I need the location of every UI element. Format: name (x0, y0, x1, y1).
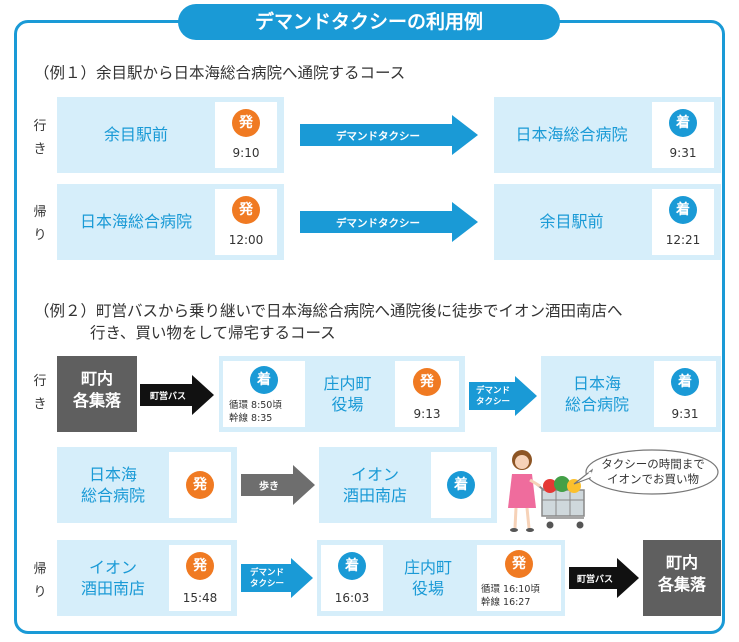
ex1-back-from-box: 日本海総合病院 発 12:00 (57, 184, 284, 260)
ex2-go-arr-card: 着 循環 8:50頃 幹線 8:35 (223, 361, 305, 427)
ex2-back-dest-box: 町内各集落 (643, 540, 721, 616)
ex1-go-to-label: 日本海総合病院 (515, 125, 628, 144)
ex1-back-dep-time: 12:00 (228, 233, 264, 247)
ex2-go-hospital-label: 日本海総合病院 (564, 374, 629, 414)
ex2-back-taxi-arrow: デマンド タクシー (241, 558, 313, 598)
ex2-go-hospital-box: 日本海総合病院 着 9:31 (541, 356, 721, 432)
ex2-back-side: 帰り (33, 562, 47, 600)
svg-text:デマンド: デマンド (250, 567, 284, 578)
ex1-back-from-label: 日本海総合病院 (79, 212, 192, 231)
ex2-walk-from-box: 日本海総合病院 発 (57, 447, 237, 523)
svg-text:タクシー: タクシー (250, 578, 284, 589)
shopper-illustration (508, 450, 585, 532)
arrow-label: 町営バス (577, 573, 613, 585)
departure-badge: 発 (232, 109, 260, 137)
ex2-go-origin-box: 町内各集落 (57, 356, 137, 432)
arrow-label: 町営バス (150, 390, 186, 402)
arr-time-loop: 循環 8:50頃 (229, 400, 282, 411)
example2-heading-line1: （例２）町営バスから乗り継いで日本海総合病院へ通院後に徒歩でイオン酒田南店へ (34, 302, 623, 320)
ex2-go-dep-time: 9:13 (413, 407, 441, 421)
ex1-back-dep-card: 発 12:00 (215, 189, 277, 255)
arrival-badge: 着 (338, 552, 366, 580)
arrival-badge: 着 (250, 366, 278, 394)
ex1-go-to-box: 日本海総合病院 着 9:31 (494, 97, 721, 173)
ex2-walk-to-box: イオン酒田南店 着 (319, 447, 497, 523)
ex2-walk-arrow: 歩き (241, 465, 315, 505)
ex1-back-to-label: 余目駅前 (539, 212, 604, 231)
ex2-walk-from-label: 日本海総合病院 (80, 465, 145, 505)
arrival-badge: 着 (447, 471, 475, 499)
arr-time-trunk: 幹線 8:35 (229, 413, 273, 424)
diagram-title: デマンドタクシーの利用例 (178, 4, 560, 40)
arrival-badge: 着 (669, 109, 697, 137)
ex2-walk-dep-card: 発 (169, 452, 231, 518)
ex1-back-arr-time: 12:21 (665, 233, 701, 247)
arrow-label: デマンドタクシー (336, 217, 420, 230)
ex1-back-to-box: 余目駅前 着 12:21 (494, 184, 721, 260)
speech-bubble-shape (573, 449, 719, 495)
ex1-back-side: 帰り (33, 205, 47, 243)
ex2-back-stop-label: 庄内町役場 (403, 558, 452, 598)
ex2-go-stop-label: 庄内町役場 (323, 374, 372, 414)
ex2-back-stop-box: 着 16:03 庄内町役場 発 循環 16:10頃 幹線 16:27 (317, 540, 565, 616)
ex2-walk-to-label: イオン酒田南店 (342, 465, 407, 505)
example2-heading-line2: 行き、買い物をして帰宅するコース (90, 324, 336, 342)
ex1-go-taxi-arrow: デマンドタクシー (300, 115, 478, 155)
ex2-go-hosp-time: 9:31 (671, 407, 699, 421)
example1-heading: （例１）余目駅から日本海総合病院へ通院するコース (34, 64, 406, 82)
departure-badge: 発 (186, 552, 214, 580)
dep-time-loop: 循環 16:10頃 (481, 584, 540, 595)
ex1-go-dep-card: 発 9:10 (215, 102, 277, 168)
woman-icon (508, 450, 541, 532)
arrow-label: 歩き (259, 480, 279, 493)
ex2-go-taxi-arrow: デマンド タクシー (469, 376, 537, 416)
svg-text:デマンド: デマンド (476, 385, 510, 396)
svg-text:タクシー: タクシー (476, 396, 510, 407)
arrival-badge: 着 (671, 368, 699, 396)
ex2-go-dep-card: 発 9:13 (395, 361, 459, 427)
arrow-label: デマンドタクシー (336, 130, 420, 143)
ex1-go-arr-card: 着 9:31 (652, 102, 714, 168)
ex1-back-taxi-arrow: デマンドタクシー (300, 202, 478, 242)
arrival-badge: 着 (669, 196, 697, 224)
departure-badge: 発 (413, 368, 441, 396)
ex1-go-side: 行き (33, 119, 47, 157)
ex2-back-dep2-card: 発 循環 16:10頃 幹線 16:27 (477, 545, 561, 611)
ex1-go-arr-time: 9:31 (669, 146, 697, 160)
ex2-back-arr-card: 着 16:03 (321, 545, 383, 611)
ex1-back-arr-card: 着 12:21 (652, 189, 714, 255)
ex2-go-side: 行き (33, 374, 47, 412)
departure-badge: 発 (232, 196, 260, 224)
ex2-back-arr-time: 16:03 (334, 591, 370, 605)
ex1-go-from-label: 余目駅前 (103, 125, 168, 144)
ex2-back-from-label: イオン酒田南店 (80, 558, 145, 598)
ex2-back-dep-time: 15:48 (182, 591, 218, 605)
shopping-cart-icon (535, 476, 585, 529)
ex2-go-bus-arrow: 町営バス (140, 375, 214, 415)
departure-badge: 発 (186, 471, 214, 499)
ex2-go-hosp-card: 着 9:31 (654, 361, 716, 427)
ex2-back-bus-arrow: 町営バス (569, 558, 639, 598)
ex2-walk-arr-card: 着 (431, 452, 491, 518)
ex1-go-dep-time: 9:10 (232, 146, 260, 160)
ex2-back-dep-card: 発 15:48 (169, 545, 231, 611)
dep-time-trunk: 幹線 16:27 (481, 597, 531, 608)
speech-bubble-text: タクシーの時間までイオンでお買い物 (601, 457, 705, 486)
ex2-back-from-box: イオン酒田南店 発 15:48 (57, 540, 237, 616)
ex2-go-stop-box: 着 循環 8:50頃 幹線 8:35 庄内町役場 発 9:13 (219, 356, 465, 432)
ex1-go-from-box: 余目駅前 発 9:10 (57, 97, 284, 173)
departure-badge: 発 (505, 550, 533, 578)
